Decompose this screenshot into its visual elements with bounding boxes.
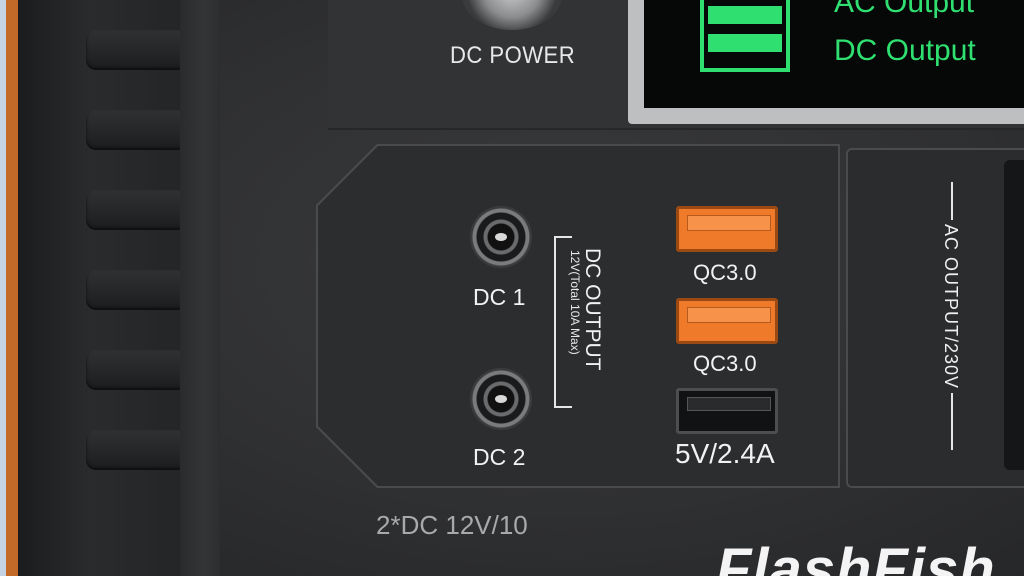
display-ac-output-text: AC Output (834, 0, 975, 19)
dc2-port[interactable] (470, 368, 532, 430)
ac-output-panel (846, 148, 1024, 488)
grip-rail (180, 0, 220, 576)
dc2-label: DC 2 (473, 444, 526, 470)
dc-pin (495, 395, 507, 403)
usb-5v-port[interactable] (676, 388, 778, 434)
usb-qc3-port-2[interactable] (676, 298, 778, 344)
usb-qc3-label-2: QC3.0 (693, 351, 757, 376)
grip-slot (86, 30, 196, 70)
dc-output-bracket (554, 236, 572, 408)
footer-spec-text: 2*DC 12V/10 (376, 510, 528, 540)
grip-slot (86, 270, 196, 310)
grip-slot (86, 350, 196, 390)
usb-5v-label: 5V/2.4A (675, 438, 775, 469)
dc1-label: DC 1 (473, 284, 526, 310)
battery-icon (700, 0, 790, 78)
usb-tongue (687, 397, 771, 411)
ac-socket[interactable] (1004, 160, 1024, 470)
battery-bar (708, 6, 782, 24)
battery-frame (700, 0, 790, 72)
grip-slot (86, 190, 196, 230)
left-grip-panel (18, 0, 198, 576)
display-dc-output-text: DC Output (834, 34, 976, 67)
usb-tongue (687, 307, 771, 323)
brand-logo: FlashFish (716, 537, 996, 576)
ac-output-label: AC OUTPUT/230V (932, 176, 972, 456)
side-edge-strip (0, 0, 18, 576)
lcd-display (644, 0, 1024, 108)
usb-qc3-label-1: QC3.0 (693, 260, 757, 285)
grip-slot (86, 430, 196, 470)
dc-output-label: DC OUTPUT 12V(Total 10A Max) (568, 248, 620, 408)
usb-qc3-port-1[interactable] (676, 206, 778, 252)
dc-pin (495, 233, 507, 241)
dc-output-subtitle: 12V(Total 10A Max) (568, 250, 582, 355)
dc-power-label: DC POWER (450, 42, 576, 69)
battery-bar (708, 34, 782, 52)
grip-slot (86, 110, 196, 150)
ac-output-text: AC OUTPUT/230V (940, 220, 961, 394)
dc-output-title: DC OUTPUT (581, 248, 604, 371)
usb-tongue (687, 215, 771, 231)
dc1-port[interactable] (470, 206, 532, 268)
